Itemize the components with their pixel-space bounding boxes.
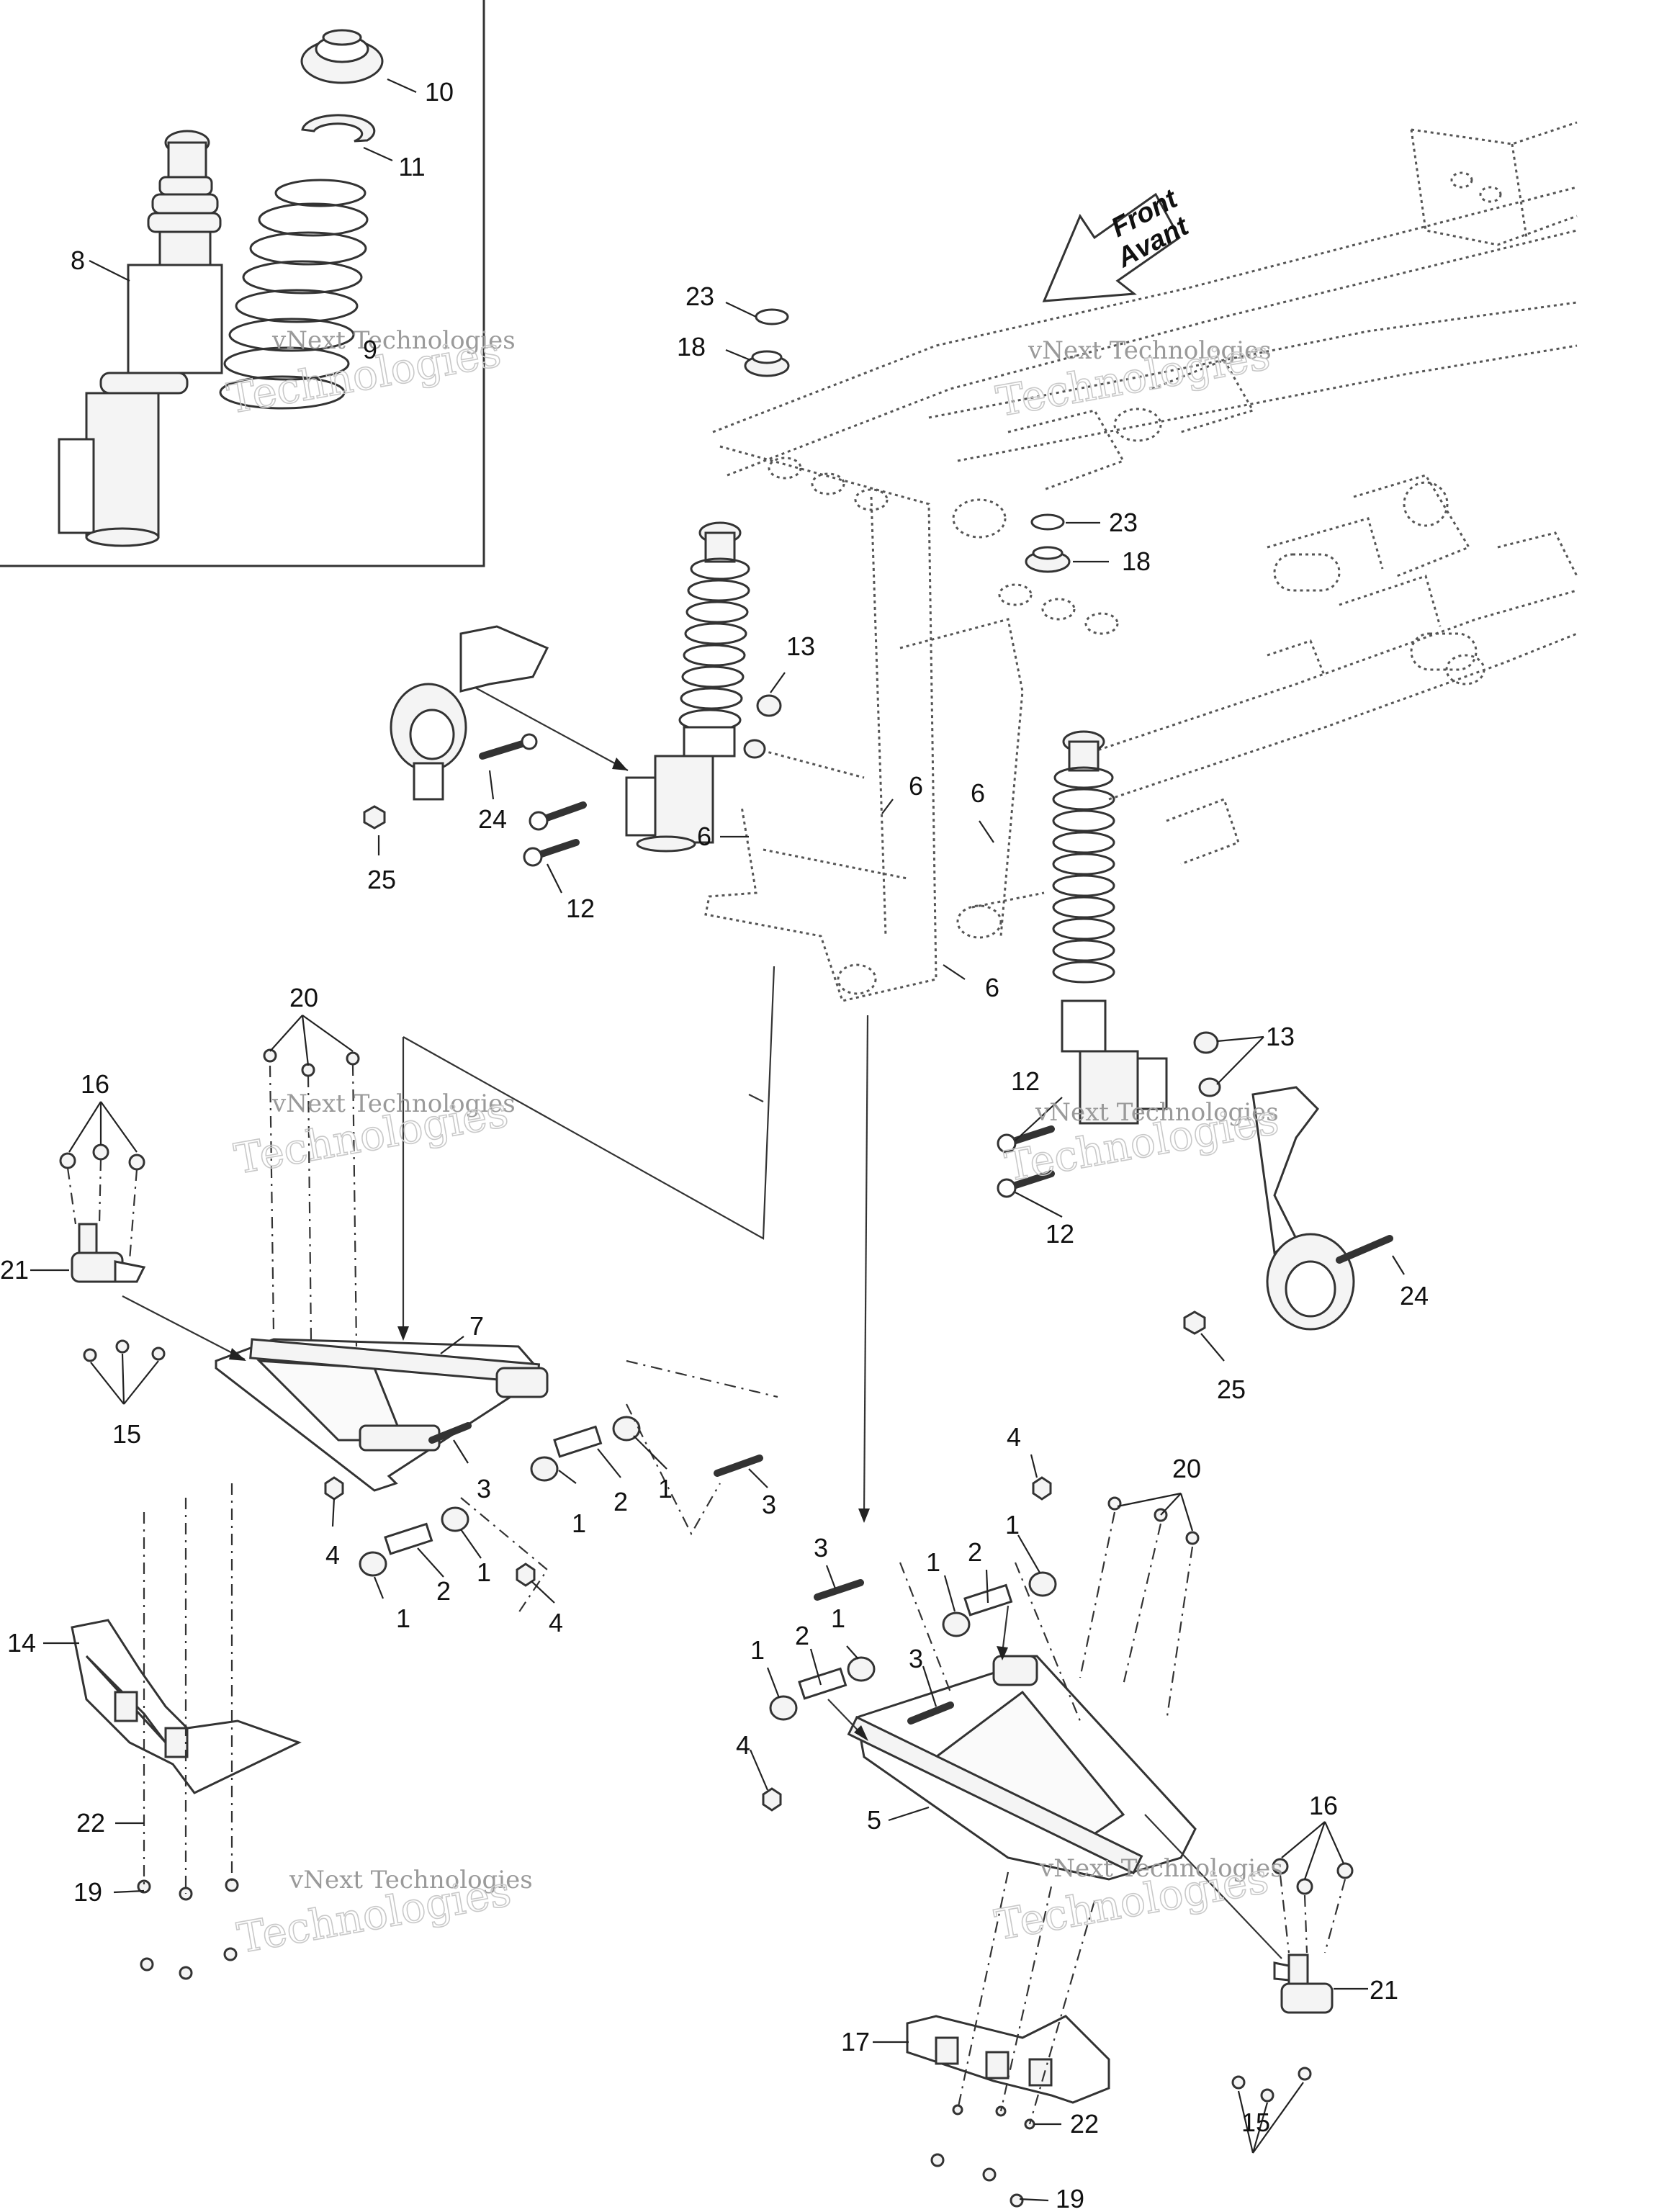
callout-4-b: 4 bbox=[549, 1608, 563, 1637]
callout-20-left: 20 bbox=[289, 983, 318, 1012]
callout-21-left: 21 bbox=[0, 1255, 29, 1285]
callout-16-left: 16 bbox=[81, 1069, 109, 1099]
watermark-2a: vNext Technologies bbox=[1028, 336, 1272, 365]
callout-1-e: 1 bbox=[926, 1547, 940, 1577]
callout-1-b: 1 bbox=[658, 1474, 673, 1503]
callout-15-right: 15 bbox=[1241, 2108, 1270, 2137]
callout-23-upper: 23 bbox=[685, 282, 714, 311]
callout-22-left: 22 bbox=[76, 1808, 105, 1838]
assembly-arrows bbox=[122, 687, 1282, 1959]
callout-1-d: 1 bbox=[477, 1557, 491, 1587]
callout-10: 10 bbox=[425, 77, 454, 107]
callout-2-b: 2 bbox=[436, 1576, 451, 1606]
watermark-6a: vNext Technologies bbox=[1039, 1854, 1283, 1883]
vehicle-frame bbox=[704, 121, 1578, 1002]
callout-2-d: 2 bbox=[795, 1621, 809, 1650]
callout-22-right: 22 bbox=[1070, 2109, 1099, 2139]
watermark-3a: vNext Technologies bbox=[271, 1089, 516, 1118]
callout-25-lower: 25 bbox=[1217, 1375, 1246, 1404]
ball-joint-right bbox=[1273, 1954, 1334, 2014]
callout-6-d: 6 bbox=[985, 973, 999, 1002]
callout-24-upper: 24 bbox=[478, 804, 507, 834]
hardware-lower-right bbox=[997, 1031, 1393, 1335]
callout-3-b: 3 bbox=[762, 1490, 776, 1519]
callout-21-right: 21 bbox=[1370, 1975, 1398, 2005]
callout-4-a: 4 bbox=[325, 1540, 340, 1570]
callout-13-lower: 13 bbox=[1266, 1022, 1295, 1051]
watermark-1a: vNext Technologies bbox=[271, 326, 516, 355]
callout-3-c: 3 bbox=[814, 1533, 828, 1563]
a-arm-lower-part-5 bbox=[847, 1655, 1197, 1881]
hardware-upper-left bbox=[363, 694, 782, 867]
alignment-lines bbox=[66, 1064, 1346, 2125]
bushing-clip-upper-right bbox=[1025, 513, 1071, 573]
watermark-5a: vNext Technologies bbox=[289, 1866, 533, 1894]
skid-plate-part-17 bbox=[906, 2015, 1110, 2104]
callout-labels: 10 11 8 9 23 18 23 18 13 24 25 12 6 6 6 … bbox=[0, 77, 1429, 2212]
callout-16-right: 16 bbox=[1309, 1791, 1338, 1820]
callout-23-lower: 23 bbox=[1109, 508, 1138, 537]
small-fasteners bbox=[59, 1048, 1354, 2208]
callout-17: 17 bbox=[841, 2027, 870, 2056]
callout-4-d: 4 bbox=[736, 1730, 750, 1760]
front-direction-arrow: Front Avant bbox=[1042, 184, 1195, 302]
callout-4-c: 4 bbox=[1007, 1422, 1021, 1452]
bushing-clip-upper-left bbox=[744, 308, 790, 377]
callout-1-h: 1 bbox=[831, 1604, 845, 1633]
callout-18-lower: 18 bbox=[1122, 547, 1151, 576]
callout-6-c: 6 bbox=[697, 822, 711, 851]
inset-frame bbox=[0, 0, 485, 567]
spring-seat-part-10 bbox=[300, 29, 384, 84]
callout-13-upper: 13 bbox=[786, 631, 815, 661]
callout-24-lower: 24 bbox=[1400, 1281, 1429, 1310]
callout-5: 5 bbox=[867, 1805, 881, 1835]
callout-7: 7 bbox=[469, 1311, 484, 1341]
callout-leaders bbox=[30, 78, 1405, 2202]
callout-19-right: 19 bbox=[1056, 2184, 1084, 2212]
callout-2-c: 2 bbox=[968, 1537, 982, 1567]
callout-2-a: 2 bbox=[613, 1487, 628, 1516]
callout-3-a: 3 bbox=[477, 1474, 491, 1503]
callout-6-b: 6 bbox=[971, 778, 985, 808]
callout-19-left: 19 bbox=[73, 1877, 102, 1907]
callout-12-upper: 12 bbox=[566, 894, 595, 923]
callout-18-upper: 18 bbox=[677, 332, 706, 361]
shock-absorber-part-8 bbox=[58, 130, 223, 547]
ball-joint-left bbox=[71, 1223, 146, 1283]
callout-1-a: 1 bbox=[572, 1509, 586, 1538]
bushings-left bbox=[324, 1416, 763, 1587]
steering-knuckle-right bbox=[1251, 1086, 1355, 1331]
callout-3-d: 3 bbox=[909, 1644, 923, 1673]
callout-14: 14 bbox=[7, 1628, 36, 1658]
callout-9: 9 bbox=[363, 335, 377, 364]
callout-20-right: 20 bbox=[1172, 1454, 1201, 1483]
shock-absorber-right-assembled bbox=[1052, 730, 1168, 1125]
callout-1-g: 1 bbox=[750, 1635, 765, 1665]
callout-12-lower-a: 12 bbox=[1011, 1066, 1040, 1096]
a-arm-upper-part-7 bbox=[215, 1338, 549, 1492]
retaining-clip-part-11 bbox=[301, 114, 376, 143]
bushings-right bbox=[762, 1476, 1057, 1812]
coil-spring-part-9 bbox=[219, 179, 369, 410]
callout-15-left: 15 bbox=[112, 1419, 141, 1449]
callout-1-c: 1 bbox=[396, 1604, 410, 1633]
callout-6-a: 6 bbox=[909, 771, 923, 801]
callout-1-f: 1 bbox=[1005, 1510, 1020, 1539]
callout-12-lower-b: 12 bbox=[1046, 1219, 1074, 1249]
shock-absorber-left-assembled bbox=[625, 521, 750, 853]
steering-knuckle-left bbox=[390, 625, 549, 801]
callout-8: 8 bbox=[71, 246, 85, 275]
watermark-4a: vNext Technologies bbox=[1035, 1098, 1279, 1127]
callout-25-upper: 25 bbox=[367, 865, 396, 894]
skid-plate-part-14 bbox=[71, 1619, 302, 1794]
callout-11: 11 bbox=[398, 152, 425, 181]
